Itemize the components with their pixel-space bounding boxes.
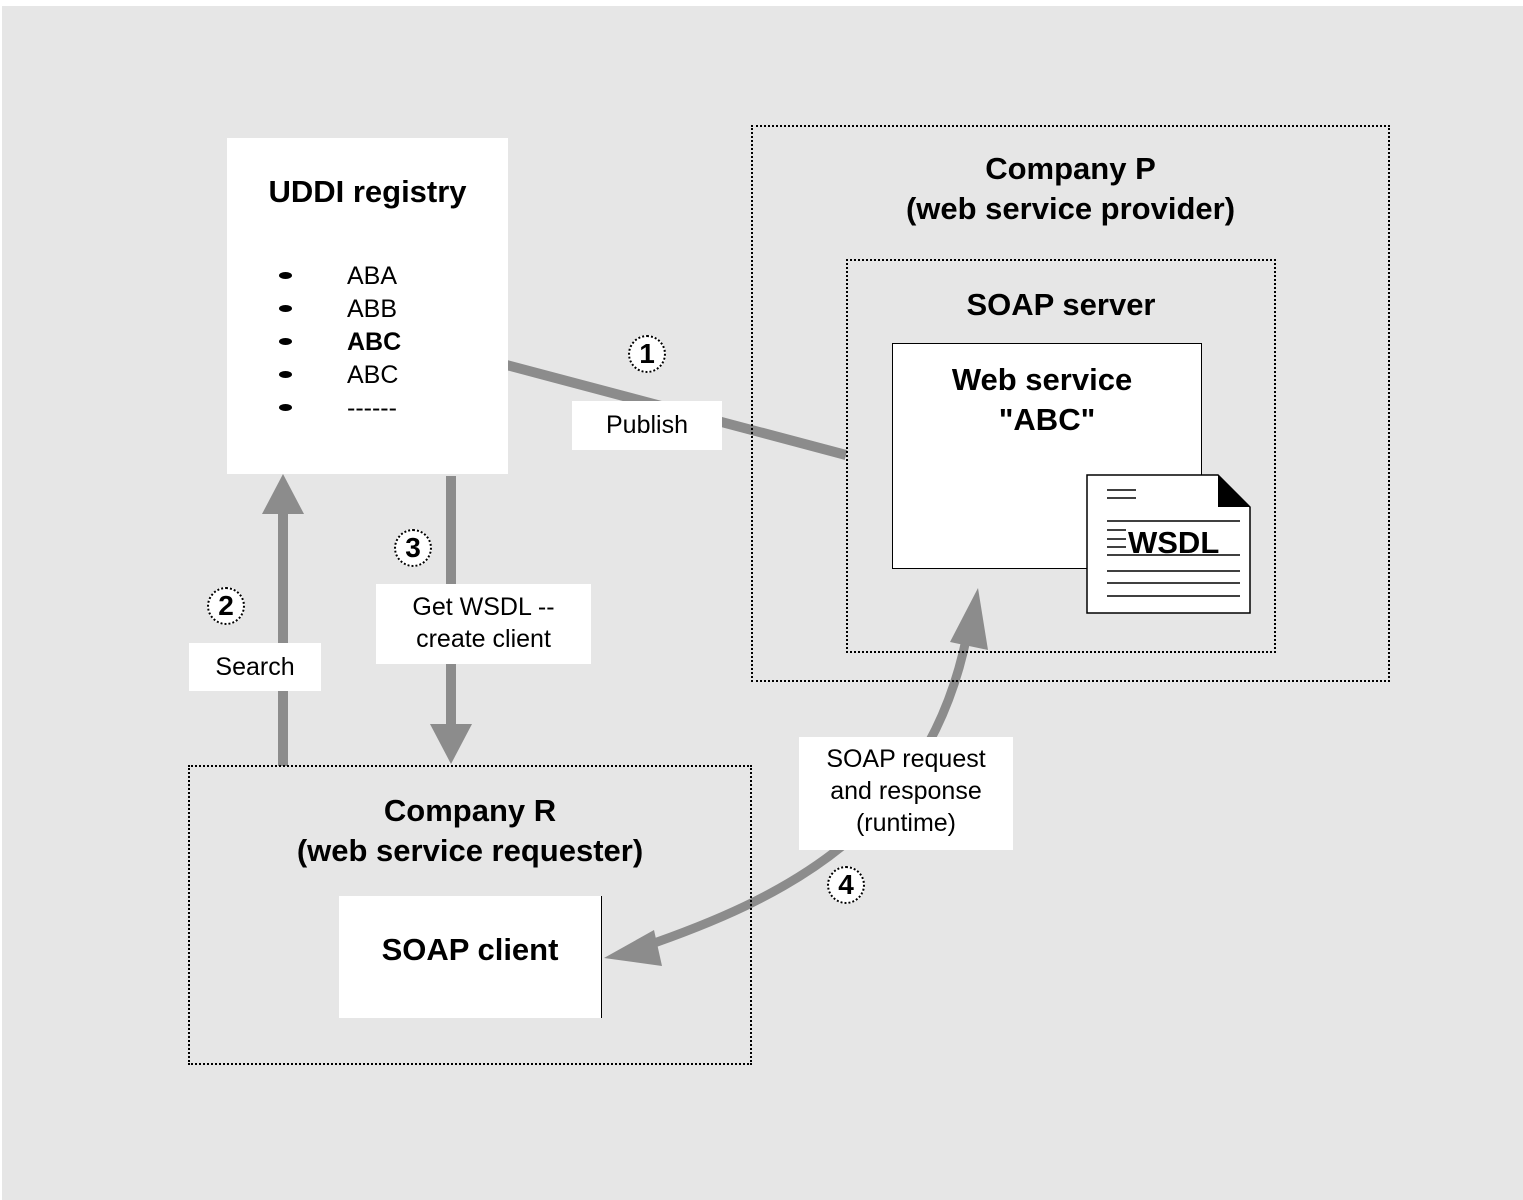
registry-entry-label: ABB [347, 295, 398, 323]
registry-entry-label: ABC [347, 361, 399, 389]
bullet-icon [279, 272, 292, 279]
uddi-registry-panel: UDDI registry ABA ABB ABC ABC ------ [227, 138, 508, 474]
bullet-icon [279, 338, 292, 345]
wsdl-document-icon [1086, 474, 1251, 614]
step-3-marker: 3 [394, 529, 432, 567]
soap-server-title: SOAP server [966, 287, 1156, 322]
soap-runtime-label-line: SOAP request [826, 745, 986, 773]
get-wsdl-arrow-head [430, 724, 472, 764]
company-p-title: Company P [985, 151, 1156, 186]
web-service-name: "ABC" [998, 402, 1096, 437]
registry-entry: ABC [227, 359, 507, 392]
web-service-title: Web service [951, 362, 1133, 397]
search-label: Search [189, 643, 321, 691]
registry-entry: ABB [227, 293, 507, 326]
uddi-registry-title: UDDI registry [268, 174, 467, 209]
company-r-title: Company R [383, 793, 557, 828]
get-wsdl-label: Get WSDL -- create client [376, 584, 591, 664]
soap-runtime-label-line: and response [830, 777, 982, 805]
registry-entry-label: ------ [347, 394, 397, 422]
soap-runtime-label-line: (runtime) [855, 809, 956, 837]
company-p-subtitle: (web service provider) [905, 191, 1236, 226]
registry-entry-highlighted: ABC [227, 326, 507, 359]
search-arrow-head [262, 474, 304, 514]
registry-entry: ABA [227, 260, 507, 293]
step-1-marker: 1 [628, 335, 666, 373]
step-2-marker: 2 [207, 587, 245, 625]
company-p-boundary: Company P (web service provider) [751, 125, 1390, 682]
step-4-marker: 4 [827, 866, 865, 904]
get-wsdl-label-line: create client [416, 625, 551, 653]
publish-label-text: Publish [606, 411, 688, 439]
bullet-icon [279, 404, 292, 411]
soap-runtime-arrow-head-client [604, 930, 662, 966]
registry-entry: ------ [227, 392, 507, 425]
publish-label: Publish [572, 401, 722, 450]
wsdl-label: WSDL [1128, 525, 1220, 560]
registry-entry-label: ABC [347, 328, 402, 356]
soap-server-boundary: SOAP server [846, 259, 1276, 653]
search-label-text: Search [215, 653, 295, 681]
soap-client-title: SOAP client [381, 932, 559, 967]
get-wsdl-label-line: Get WSDL -- [412, 593, 555, 621]
bullet-icon [279, 371, 292, 378]
registry-entry-label: ABA [347, 262, 398, 290]
soap-runtime-arrow-head-server [950, 588, 988, 650]
bullet-icon [279, 305, 292, 312]
company-r-subtitle: (web service requester) [296, 833, 644, 868]
registry-entry-list: ABA ABB ABC ABC ------ [227, 260, 508, 430]
soap-client-panel: SOAP client [339, 896, 602, 1018]
company-r-boundary: Company R (web service requester) [188, 765, 752, 1065]
soap-runtime-label: SOAP request and response (runtime) [799, 737, 1013, 850]
